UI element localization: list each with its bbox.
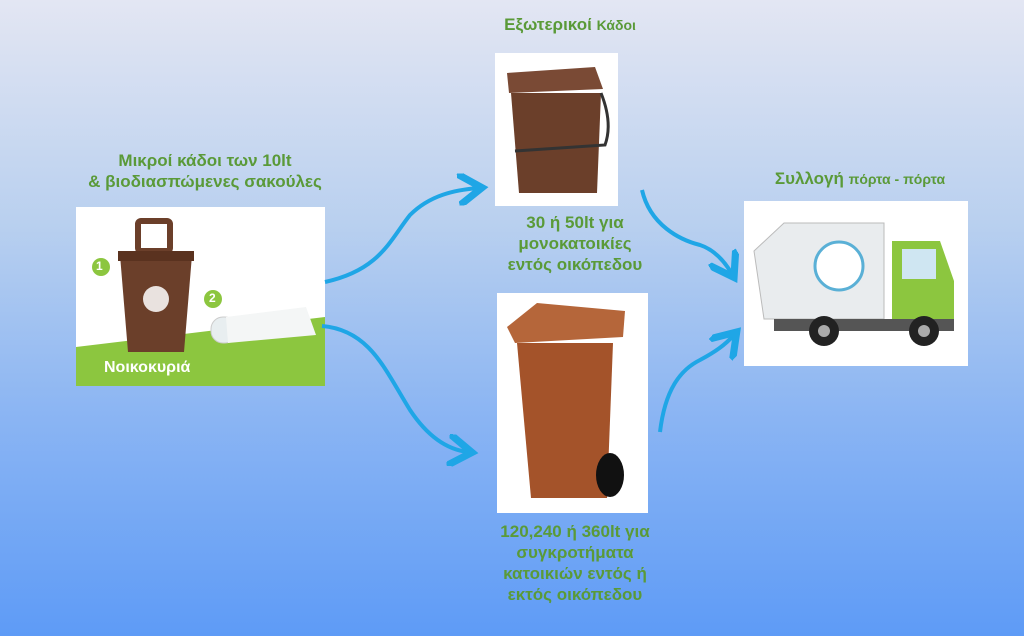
external-bins-title: Εξωτερικοί Κάδοι: [430, 14, 710, 36]
wheelie-bin-image: [497, 293, 648, 513]
step-1-badge: 1: [96, 259, 103, 273]
label1-line2: μονοκατοικίες: [518, 234, 632, 253]
title-main: Εξωτερικοί: [504, 15, 592, 34]
arrow-wheelie-to-truck: [658, 335, 734, 433]
arrow-to-wheelie-bin: [321, 324, 468, 452]
outdoor-bin-image: [495, 53, 618, 206]
arrow-outdoor-to-truck: [640, 189, 732, 274]
label2-line1: 120,240 ή 360lt για: [500, 522, 650, 541]
brown-bin-illustration: [507, 67, 610, 193]
household-bin-illustration: [76, 218, 325, 386]
garbage-truck-image: [744, 201, 968, 366]
household-caption: Νοικοκυριά: [104, 359, 191, 376]
small-external-bin-label: 30 ή 50lt για μονοκατοικίες εντός οικόπε…: [470, 212, 680, 275]
label2-line2: συγκροτήματα: [516, 543, 634, 562]
small-bins-label: Μικροί κάδοι των 10lt & βιοδιασπώμενες σ…: [40, 150, 370, 192]
arrow-to-outdoor-bin: [324, 188, 478, 284]
step-2-badge: 2: [209, 291, 216, 305]
door-to-door-label: Συλλογή πόρτα - πόρτα: [720, 168, 1000, 190]
title-small: Κάδοι: [596, 17, 636, 33]
label1-line3: εντός οικόπεδου: [507, 255, 643, 274]
collection-small: πόρτα - πόρτα: [848, 171, 946, 187]
small-bins-line1: Μικροί κάδοι των 10lt: [118, 151, 292, 170]
label2-line4: εκτός οικόπεδου: [507, 585, 643, 604]
household-bin-image: 1 2 Νοικοκυριά: [76, 207, 325, 386]
small-bins-line2: & βιοδιασπώμενες σακούλες: [88, 172, 322, 191]
label1-line1: 30 ή 50lt για: [526, 213, 624, 232]
collection-main: Συλλογή: [774, 169, 844, 188]
large-external-bin-label: 120,240 ή 360lt για συγκροτήματα κατοικι…: [455, 521, 695, 605]
garbage-truck-illustration: [753, 222, 954, 346]
label2-line3: κατοικιών εντός ή: [503, 564, 647, 583]
wheelie-bin-illustration: [507, 303, 625, 498]
